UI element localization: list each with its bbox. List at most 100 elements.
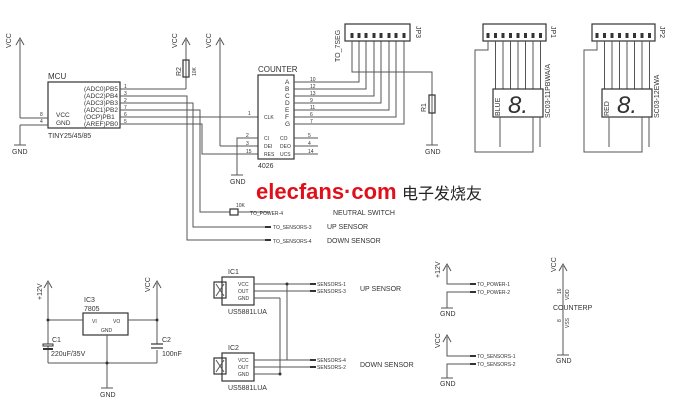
pin-gnd: GND (56, 120, 71, 127)
counter-output-label: A (285, 79, 290, 86)
up-sensor-label: UP SENSOR (327, 224, 368, 231)
gnd-label: GND (12, 149, 28, 156)
pin-num: 5 (124, 119, 127, 125)
counter-pin-label: DEI (264, 144, 272, 150)
sensor-label: DOWN SENSOR (360, 362, 414, 369)
pin-label: OUT (238, 365, 249, 371)
neutral-switch-label: NEUTRAL SWITCH (333, 210, 395, 217)
jp3-name: JP3 (414, 26, 421, 38)
pin-num: 6 (124, 112, 127, 118)
mcu-pin-label: (ADC2)PB4 (84, 93, 118, 100)
pin (640, 33, 644, 38)
net-label: SENSORS-4 (317, 358, 346, 364)
pin (595, 33, 599, 38)
display-part: SC03-12EWA (654, 74, 661, 118)
counter-output-label: D (285, 100, 290, 107)
hall-element (213, 357, 227, 375)
net-power1: TO_POWER-1 (477, 282, 510, 288)
c1-name: C1 (52, 337, 61, 344)
pin-vdd: VDD (565, 289, 571, 300)
mcu-pin-label: (ADC1)PB2 (84, 107, 118, 114)
jp3-net: TO_7SEG (335, 30, 342, 62)
counter-power: GND VCC VDD 16 COUNTERP VSS 8 (551, 257, 593, 365)
pin (486, 33, 490, 38)
wire (294, 41, 397, 118)
connector-body (591, 23, 656, 42)
pin (310, 359, 316, 361)
jp3: TO_7SEG JP3 GND R1 (335, 23, 441, 156)
counter-output-label: B (285, 86, 289, 93)
pin-num: 6 (310, 112, 313, 118)
counter-title: COUNTER (258, 65, 298, 74)
pin-label: GND (238, 372, 250, 378)
pin (310, 366, 316, 368)
r-label: 10K (236, 203, 246, 209)
r2-value: 10K (192, 66, 198, 76)
hall-element (213, 281, 227, 299)
pin (524, 33, 527, 38)
watermark-text: elecfans·com (256, 179, 397, 204)
pin-num: 2 (124, 98, 127, 104)
pin (501, 33, 505, 38)
c2-name: C2 (162, 337, 171, 344)
counter-pin-label: RES (264, 152, 275, 158)
pin (350, 33, 354, 38)
seven-segment-display (601, 88, 653, 118)
cross-icon (215, 359, 225, 373)
connector-body (482, 23, 547, 42)
counter-output-label: F (285, 114, 289, 121)
ic3-name: IC3 (84, 297, 95, 304)
v12-label: +12V (435, 261, 442, 278)
pin-vi: VI (92, 319, 97, 325)
power-connector: TO_POWER-1 TO_POWER-2 GND +12V (435, 261, 510, 318)
pin-num: 5 (308, 133, 311, 139)
connector-name: JP1 (549, 26, 556, 38)
down-sensor-label: DOWN SENSOR (327, 238, 381, 245)
pin (633, 33, 636, 38)
vcc-label: VCC (145, 277, 152, 292)
vcc-label: VCC (435, 333, 442, 348)
ic3-part: 7805 (84, 306, 100, 313)
pin-vo: VO (113, 319, 120, 325)
pin (531, 33, 535, 38)
r1-name: R1 (421, 103, 428, 112)
mcu-title: MCU (48, 72, 66, 81)
pin-num: 4 (308, 141, 311, 147)
pin-num: 3 (246, 141, 249, 147)
pin-num: 13 (310, 91, 316, 97)
pin (539, 33, 542, 38)
pin-num: 2 (246, 133, 249, 139)
pin-num: 3 (124, 91, 127, 97)
pin-num: 7 (124, 105, 127, 111)
pin (402, 33, 406, 38)
pin-num: 10 (310, 77, 316, 83)
ic-name: IC1 (228, 269, 239, 276)
wire (294, 41, 375, 97)
pin (357, 33, 361, 38)
pin-num: 8 (40, 112, 43, 118)
r2: VCC R2 10K (120, 33, 198, 90)
mcu-pin-label: (OCP)PB1 (84, 114, 115, 121)
net-power2: TO_POWER-2 (477, 290, 510, 296)
counter-pin-label: DEO (280, 144, 291, 150)
pin-label: OUT (238, 289, 249, 295)
wire (294, 41, 360, 83)
pin (372, 33, 376, 38)
pin-vcc: VCC (56, 112, 70, 119)
mcu-part: TINY25/45/85 (48, 133, 91, 140)
vcc-counter: VCC (206, 33, 258, 147)
pin (648, 33, 651, 38)
pin (310, 290, 316, 292)
counter-part: 4026 (258, 163, 274, 170)
watermark-cn: 电子发烧友 (402, 184, 482, 203)
pin-num: 1 (248, 111, 251, 117)
display-part: SC03-11PBWA/A (545, 64, 552, 118)
gnd-label: GND (440, 311, 456, 318)
mcu-pin-label: (AREF)PB0 (84, 121, 118, 128)
pin-vss: VSS (565, 317, 571, 328)
